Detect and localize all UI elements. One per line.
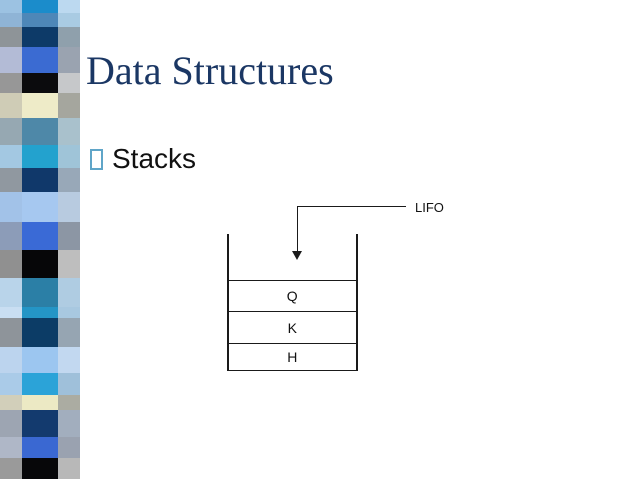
sidebar-tile: [22, 145, 58, 168]
sidebar-tile: [0, 13, 22, 27]
sidebar-tile: [58, 250, 80, 278]
sidebar-tile: [22, 73, 58, 93]
sidebar-tile: [58, 222, 80, 250]
sidebar-tile-row: [0, 47, 80, 73]
sidebar-tile: [0, 0, 22, 13]
sidebar-tile: [58, 437, 80, 458]
sidebar-tile: [0, 222, 22, 250]
sidebar-tile: [22, 0, 58, 13]
sidebar-tile-row: [0, 118, 80, 145]
sidebar-tile: [0, 318, 22, 347]
stack-cell-top: Q: [227, 280, 358, 311]
sidebar-tile: [22, 27, 58, 47]
sidebar-tile: [0, 192, 22, 222]
sidebar-tile-row: [0, 347, 80, 373]
sidebar-tile: [22, 168, 58, 192]
sidebar-tile: [58, 118, 80, 145]
sidebar-tile-row: [0, 222, 80, 250]
sidebar-tile-row: [0, 395, 80, 410]
stack-cell-middle: K: [227, 311, 358, 343]
sidebar-tile: [0, 458, 22, 479]
sidebar-tile: [0, 307, 22, 318]
sidebar-tile: [22, 278, 58, 307]
sidebar-tile-row: [0, 373, 80, 395]
sidebar-tile: [58, 278, 80, 307]
sidebar-tile: [58, 192, 80, 222]
stack-cell-bottom: H: [227, 343, 358, 371]
page-title: Data Structures: [86, 48, 334, 93]
stack-left-wall: [227, 234, 229, 371]
sidebar-tile-row: [0, 307, 80, 318]
sidebar-tile: [58, 347, 80, 373]
sidebar-tile: [58, 168, 80, 192]
sidebar-tile: [58, 73, 80, 93]
sidebar-tile-row: [0, 27, 80, 47]
sidebar-tile: [22, 13, 58, 27]
sidebar-tile: [22, 250, 58, 278]
sidebar-tile: [22, 395, 58, 410]
sidebar-tile: [58, 373, 80, 395]
sidebar-tile-row: [0, 93, 80, 118]
sidebar-tile-row: [0, 168, 80, 192]
stack-right-wall: [356, 234, 358, 371]
sidebar-tile: [22, 318, 58, 347]
sidebar-tile-row: [0, 437, 80, 458]
sidebar-tile: [58, 318, 80, 347]
sidebar-tile: [22, 347, 58, 373]
sidebar-tile: [0, 47, 22, 73]
sidebar-tile: [0, 73, 22, 93]
sidebar-tile: [22, 437, 58, 458]
sidebar-tile: [22, 458, 58, 479]
sidebar-tile: [58, 93, 80, 118]
bullet-item-stacks: Stacks: [112, 143, 197, 174]
sidebar-tile: [58, 395, 80, 410]
sidebar-tile: [0, 250, 22, 278]
sidebar-tile: [0, 168, 22, 192]
sidebar-tile: [58, 47, 80, 73]
sidebar-tile: [22, 47, 58, 73]
sidebar-tile: [0, 373, 22, 395]
sidebar-tile: [22, 373, 58, 395]
sidebar-tile: [58, 307, 80, 318]
sidebar-tile-row: [0, 0, 80, 13]
sidebar-tile: [0, 410, 22, 437]
sidebar-tile: [0, 395, 22, 410]
sidebar-tile: [22, 222, 58, 250]
sidebar-tile: [22, 307, 58, 318]
sidebar-tile-row: [0, 145, 80, 168]
lifo-arrow-horizontal-line: [297, 205, 406, 207]
decor-sidebar: [0, 0, 80, 479]
lifo-label: LIFO: [415, 200, 444, 215]
stack-cells: Q K H: [227, 280, 358, 371]
arrow-down-icon: [292, 251, 302, 260]
sidebar-tile-row: [0, 250, 80, 278]
sidebar-tile: [58, 458, 80, 479]
sidebar-tile: [0, 93, 22, 118]
sidebar-tile: [0, 145, 22, 168]
sidebar-tile-row: [0, 278, 80, 307]
sidebar-tile: [0, 278, 22, 307]
sidebar-tile: [22, 192, 58, 222]
sidebar-tile-row: [0, 192, 80, 222]
sidebar-tile: [22, 118, 58, 145]
sidebar-tile: [0, 118, 22, 145]
sidebar-tile-row: [0, 13, 80, 27]
sidebar-tile: [58, 410, 80, 437]
sidebar-tile: [58, 0, 80, 13]
square-bullet-icon: [90, 149, 103, 170]
sidebar-tile: [0, 27, 22, 47]
sidebar-tile: [0, 437, 22, 458]
sidebar-tile-row: [0, 73, 80, 93]
sidebar-tile: [0, 347, 22, 373]
sidebar-tile: [58, 13, 80, 27]
sidebar-tile-row: [0, 318, 80, 347]
sidebar-tile: [22, 93, 58, 118]
lifo-arrow-vertical-line: [296, 205, 298, 252]
sidebar-tile-row: [0, 410, 80, 437]
sidebar-tile: [58, 145, 80, 168]
sidebar-tile-row: [0, 458, 80, 479]
sidebar-tile: [22, 410, 58, 437]
sidebar-tile: [58, 27, 80, 47]
